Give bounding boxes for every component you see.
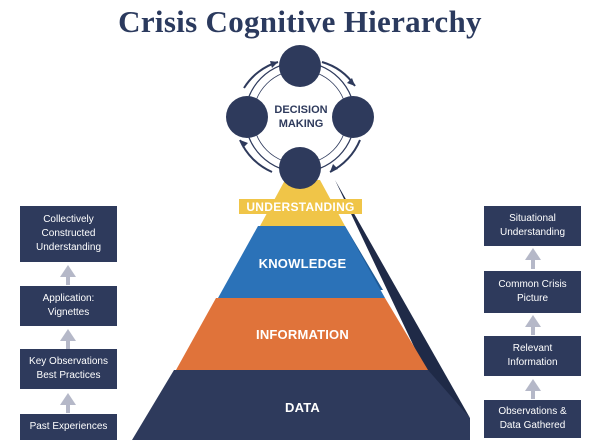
diagram-title: Crisis Cognitive Hierarchy (118, 4, 482, 39)
layer-data-label: DATA (285, 400, 320, 415)
right-arrow-3 (525, 379, 541, 399)
left-arrow-3 (60, 393, 76, 413)
right-box-observations-data: Observations & Data Gathered (484, 400, 581, 438)
right-box-relevant-information: Relevant Information (484, 336, 581, 376)
left-arrow-1 (60, 265, 76, 285)
left-arrows (60, 265, 76, 413)
right-arrow-1 (525, 248, 541, 269)
layer-knowledge-label: KNOWLEDGE (258, 256, 347, 271)
left-box-past-experiences: Past Experiences (20, 414, 117, 440)
left-box-application-vignettes: Application: Vignettes (20, 286, 117, 326)
cycle-node-bottom (279, 147, 321, 189)
right-box-situational-understanding: Situational Understanding (484, 206, 581, 246)
right-box-common-crisis-picture: Common Crisis Picture (484, 271, 581, 313)
left-box-key-observations: Key Observations Best Practices (20, 349, 117, 389)
right-arrows (525, 248, 541, 399)
decision-making-label: DECISION MAKING (274, 104, 328, 130)
cycle-node-top (279, 45, 321, 87)
left-box-collective-understanding: Collectively Constructed Understanding (20, 206, 117, 262)
right-arrow-2 (525, 315, 541, 335)
left-arrow-2 (60, 329, 76, 349)
pyramid-layer-information (176, 298, 428, 370)
decision-cycle-graphic (226, 45, 374, 189)
pyramid-side-shade (335, 180, 470, 418)
layer-understanding-label: UNDERSTANDING (239, 199, 362, 214)
pyramid-layer-knowledge (218, 226, 385, 298)
knowledge-side-shade (345, 226, 383, 290)
layer-information-label: INFORMATION (256, 327, 349, 342)
pyramid-layer-data (132, 370, 470, 440)
cycle-node-left (226, 96, 268, 138)
cycle-node-right (332, 96, 374, 138)
